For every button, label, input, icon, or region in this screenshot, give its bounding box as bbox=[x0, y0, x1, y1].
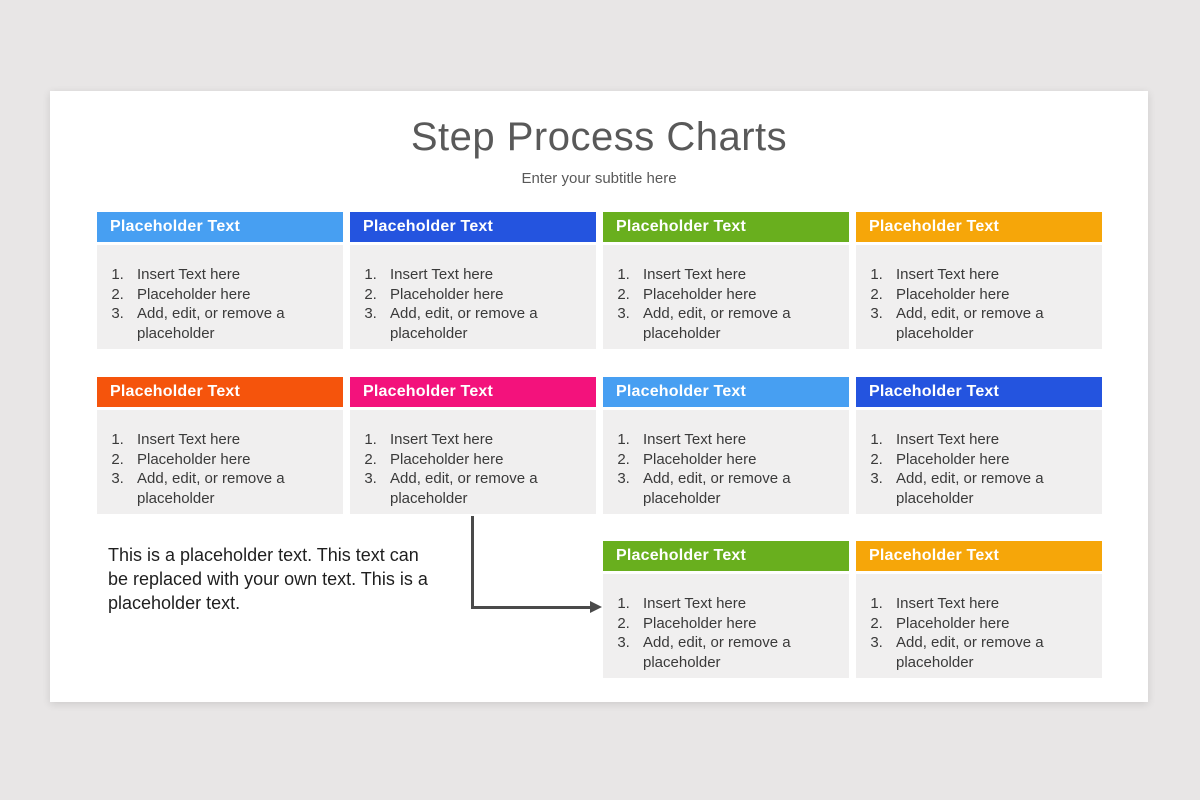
card-header: Placeholder Text bbox=[97, 377, 343, 407]
card-list-item: Placeholder here bbox=[381, 450, 596, 470]
row2-col2-card: Placeholder Text Insert Text herePlaceho… bbox=[350, 377, 596, 514]
card-header-label: Placeholder Text bbox=[110, 383, 241, 400]
card-list-item: Placeholder here bbox=[634, 614, 849, 634]
card-header: Placeholder Text bbox=[856, 212, 1102, 242]
row2-col1-card: Placeholder Text Insert Text herePlaceho… bbox=[97, 377, 343, 514]
card-list-item: Add, edit, or remove a placeholder bbox=[381, 304, 596, 343]
row1-col4-card: Placeholder Text Insert Text herePlaceho… bbox=[856, 212, 1102, 349]
card-list-item: Insert Text here bbox=[634, 430, 849, 450]
card-header: Placeholder Text bbox=[856, 541, 1102, 571]
card-list-item: Placeholder here bbox=[634, 285, 849, 305]
card-header-label: Placeholder Text bbox=[616, 383, 747, 400]
card-list-item: Add, edit, or remove a placeholder bbox=[634, 633, 849, 672]
card-list-item: Insert Text here bbox=[381, 265, 596, 285]
row2-col4-card: Placeholder Text Insert Text herePlaceho… bbox=[856, 377, 1102, 514]
card-list-item: Insert Text here bbox=[887, 430, 1102, 450]
card-list-item: Add, edit, or remove a placeholder bbox=[887, 633, 1102, 672]
connector-arrow-head-icon bbox=[590, 601, 602, 613]
card-list-item: Insert Text here bbox=[634, 265, 849, 285]
card-header: Placeholder Text bbox=[97, 212, 343, 242]
card-list-item: Add, edit, or remove a placeholder bbox=[128, 469, 343, 508]
card-header: Placeholder Text bbox=[603, 212, 849, 242]
card-header: Placeholder Text bbox=[856, 377, 1102, 407]
row1-col2-card: Placeholder Text Insert Text herePlaceho… bbox=[350, 212, 596, 349]
card-list-item: Placeholder here bbox=[887, 614, 1102, 634]
card-list-item: Insert Text here bbox=[634, 594, 849, 614]
card-header: Placeholder Text bbox=[350, 212, 596, 242]
row3-col3-card: Placeholder Text Insert Text herePlaceho… bbox=[603, 541, 849, 678]
row3-col4-card: Placeholder Text Insert Text herePlaceho… bbox=[856, 541, 1102, 678]
card-list-item: Placeholder here bbox=[634, 450, 849, 470]
card-header-label: Placeholder Text bbox=[363, 218, 494, 235]
card-list-item: Insert Text here bbox=[128, 430, 343, 450]
card-list-item: Insert Text here bbox=[381, 430, 596, 450]
card-header-label: Placeholder Text bbox=[616, 218, 747, 235]
card-list-item: Insert Text here bbox=[128, 265, 343, 285]
card-list-item: Add, edit, or remove a placeholder bbox=[381, 469, 596, 508]
card-list-item: Placeholder here bbox=[381, 285, 596, 305]
connector-arrow-horizontal bbox=[471, 606, 591, 609]
card-list-item: Add, edit, or remove a placeholder bbox=[887, 304, 1102, 343]
connector-arrow-vertical bbox=[471, 516, 474, 609]
row2-col3-card: Placeholder Text Insert Text herePlaceho… bbox=[603, 377, 849, 514]
card-list-item: Add, edit, or remove a placeholder bbox=[128, 304, 343, 343]
placeholder-paragraph: This is a placeholder text. This text ca… bbox=[108, 545, 428, 613]
card-header-label: Placeholder Text bbox=[616, 547, 747, 564]
card-header: Placeholder Text bbox=[603, 541, 849, 571]
card-list-item: Insert Text here bbox=[887, 265, 1102, 285]
page-subtitle: Enter your subtitle here bbox=[521, 170, 677, 187]
card-list-item: Placeholder here bbox=[887, 450, 1102, 470]
card-header-label: Placeholder Text bbox=[869, 218, 1000, 235]
slide: Step Process Charts Enter your subtitle … bbox=[50, 91, 1148, 702]
card-header: Placeholder Text bbox=[603, 377, 849, 407]
row1-col1-card: Placeholder Text Insert Text herePlaceho… bbox=[97, 212, 343, 349]
card-header: Placeholder Text bbox=[350, 377, 596, 407]
card-list-item: Add, edit, or remove a placeholder bbox=[634, 304, 849, 343]
card-header-label: Placeholder Text bbox=[110, 218, 241, 235]
card-list-item: Placeholder here bbox=[128, 450, 343, 470]
card-list-item: Add, edit, or remove a placeholder bbox=[634, 469, 849, 508]
card-header-label: Placeholder Text bbox=[363, 383, 494, 400]
card-list-item: Insert Text here bbox=[887, 594, 1102, 614]
card-list-item: Placeholder here bbox=[887, 285, 1102, 305]
page-title: Step Process Charts bbox=[410, 115, 788, 159]
card-header-label: Placeholder Text bbox=[869, 547, 1000, 564]
row1-col3-card: Placeholder Text Insert Text herePlaceho… bbox=[603, 212, 849, 349]
card-header-label: Placeholder Text bbox=[869, 383, 1000, 400]
card-list-item: Add, edit, or remove a placeholder bbox=[887, 469, 1102, 508]
card-list-item: Placeholder here bbox=[128, 285, 343, 305]
